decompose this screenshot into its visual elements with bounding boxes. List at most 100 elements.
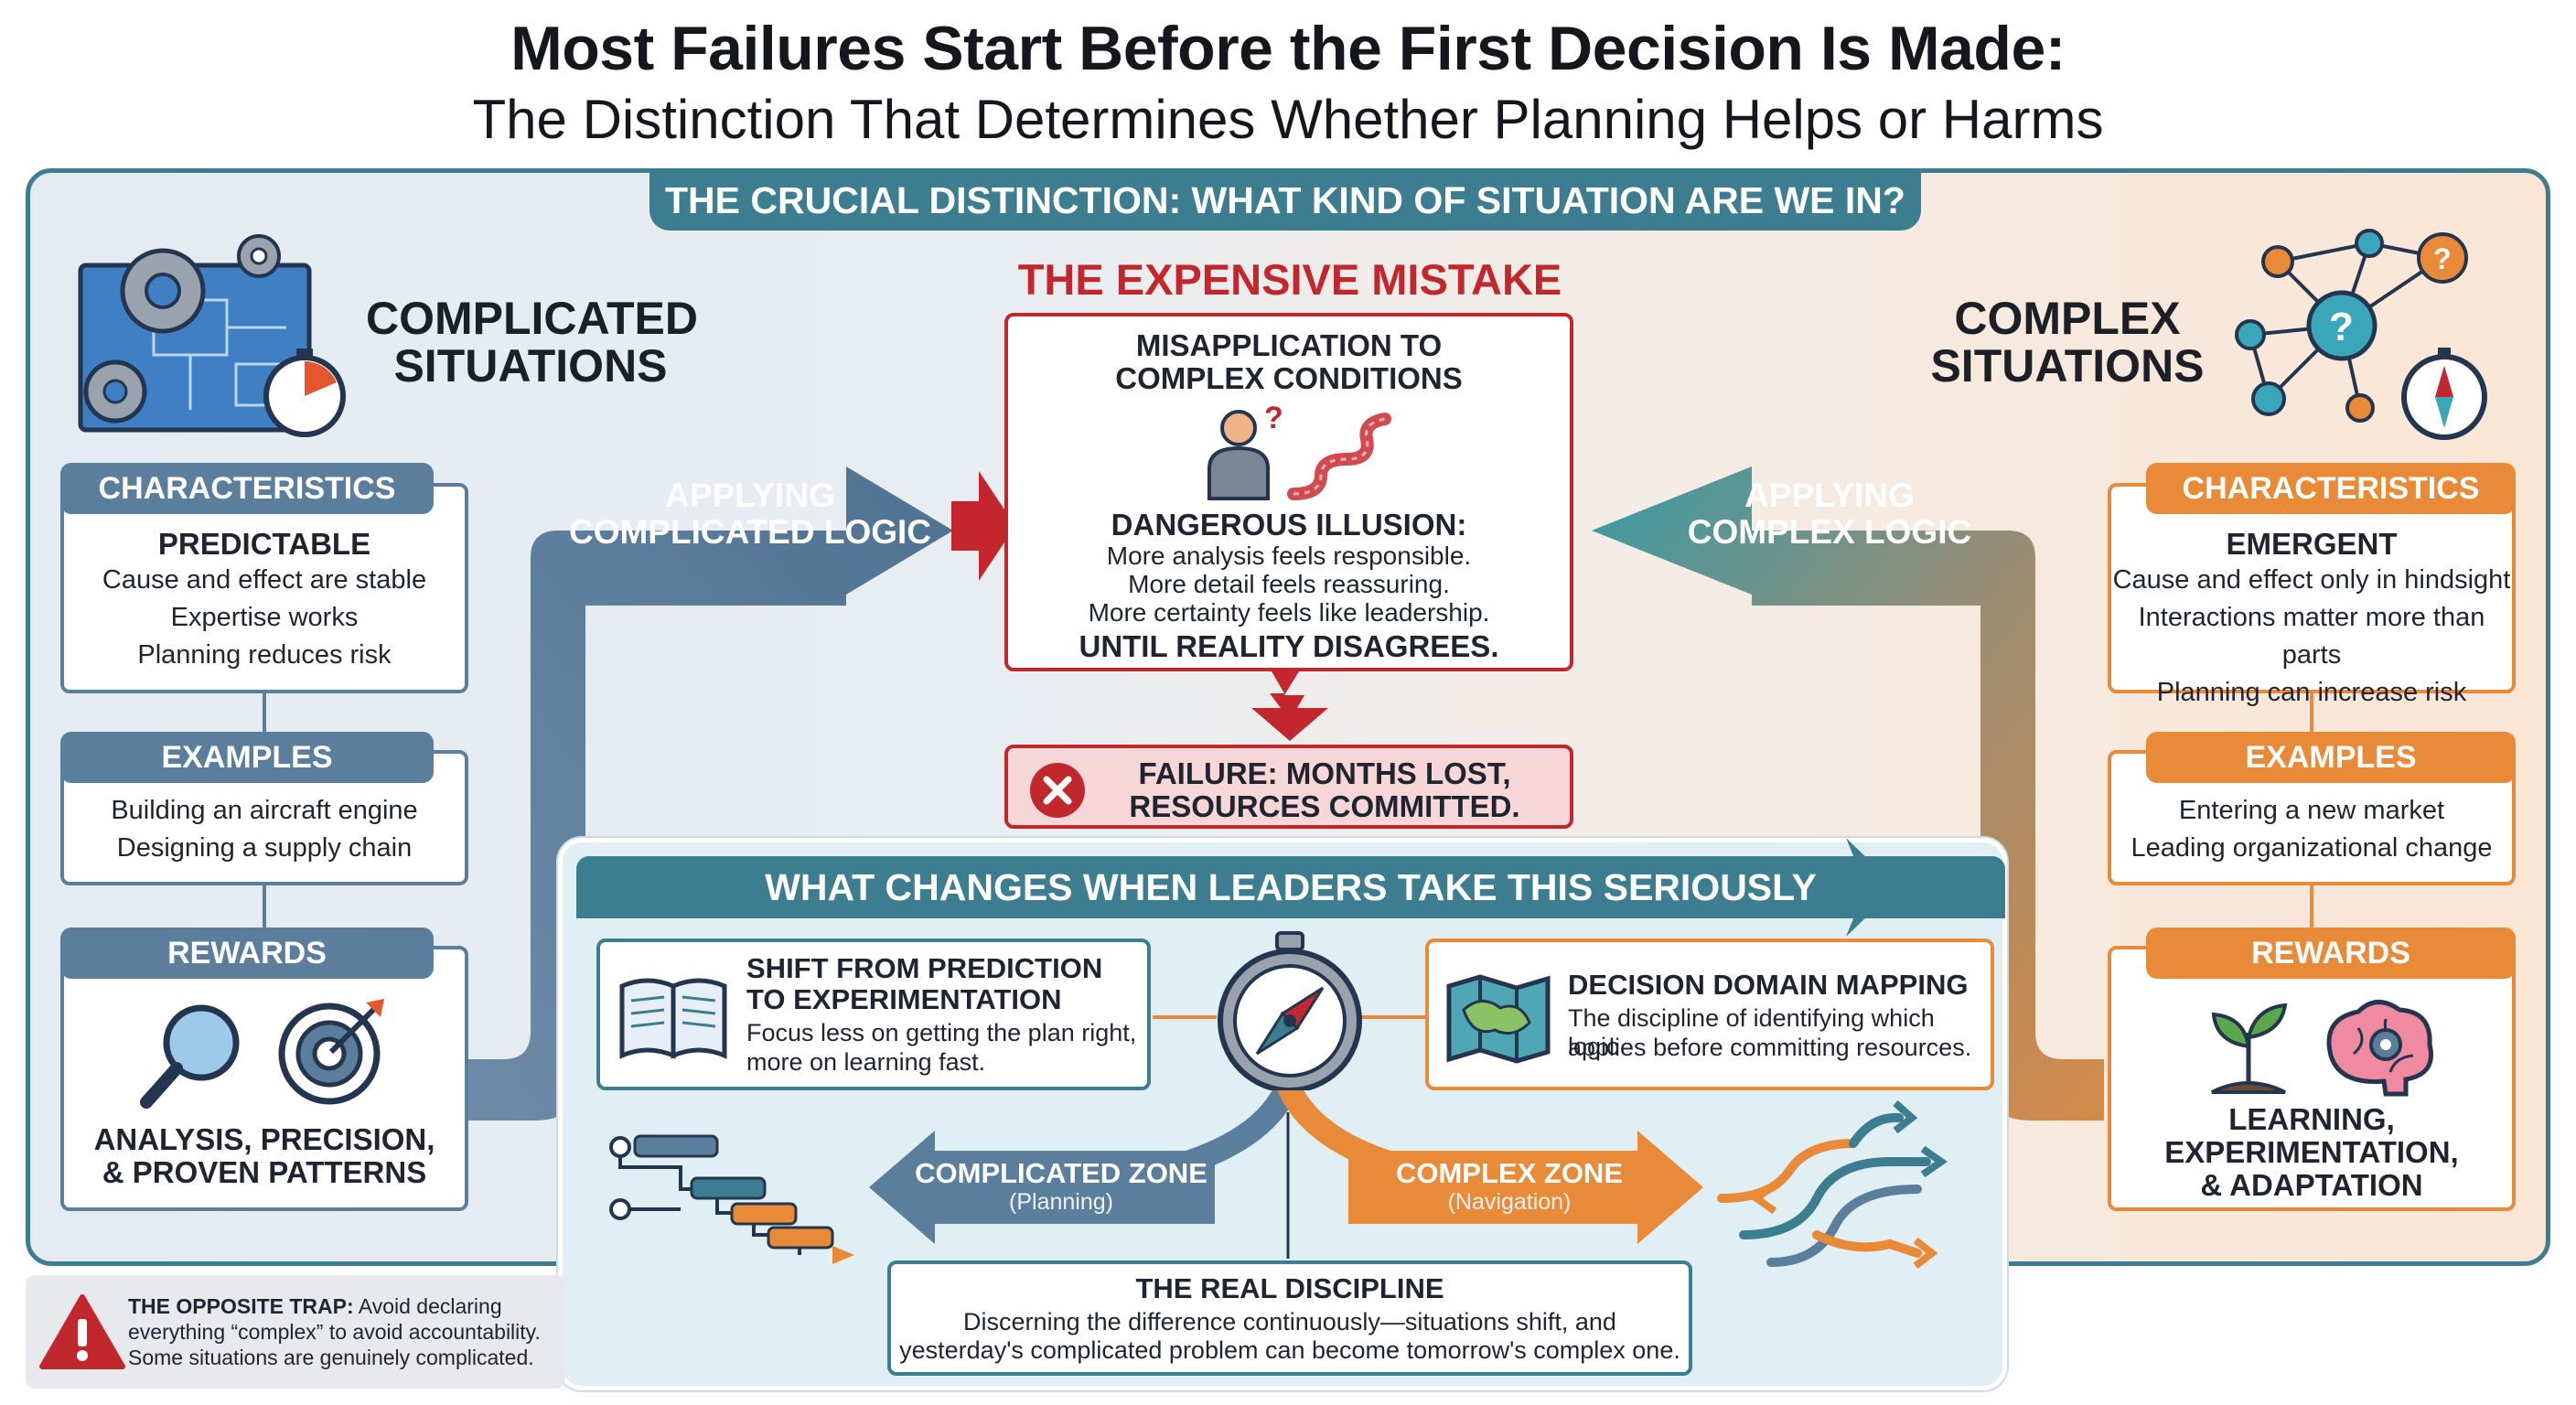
complicated-characteristic-1: Cause and effect are stable bbox=[102, 565, 427, 595]
illusion-title: DANGEROUS ILLUSION: bbox=[1111, 508, 1467, 542]
what-changes-bar: WHAT CHANGES WHEN LEADERS TAKE THIS SERI… bbox=[576, 856, 2005, 918]
rewards-icons bbox=[140, 999, 384, 1109]
complicated-arrow-label-line1: APPLYING bbox=[665, 477, 835, 514]
mistake-box: MISAPPLICATION TO COMPLEX CONDITIONS ? D… bbox=[1004, 313, 1573, 671]
mistake-box-title-line1: MISAPPLICATION TO bbox=[1135, 328, 1443, 362]
mistake-box-title-line2: COMPLEX CONDITIONS bbox=[1115, 361, 1463, 395]
complex-title-line2: SITUATIONS bbox=[1930, 340, 2205, 391]
opposite-trap-line2: everything “complex” to avoid accountabi… bbox=[128, 1320, 541, 1344]
complicated-arrow-label-line2: COMPLICATED LOGIC bbox=[568, 513, 931, 551]
complex-example-2: Leading organizational change bbox=[2131, 833, 2493, 863]
complex-zone-sub: (Navigation) bbox=[1447, 1189, 1572, 1215]
complicated-arrow-label: APPLYING COMPLICATED LOGIC bbox=[567, 477, 933, 551]
warning-triangle-icon bbox=[39, 1294, 125, 1369]
illusion-line-1: More analysis feels responsible. bbox=[1106, 542, 1472, 570]
svg-text:?: ? bbox=[2433, 242, 2452, 275]
brain-gear-icon bbox=[2326, 1000, 2433, 1097]
illusion-line-2: More detail feels reassuring. bbox=[1128, 570, 1450, 598]
complicated-characteristics-title: PREDICTABLE bbox=[157, 527, 371, 561]
crucial-distinction-bar: THE CRUCIAL DISTINCTION: WHAT KIND OF SI… bbox=[649, 170, 1921, 231]
complex-characteristics-tab: CHARACTERISTICS bbox=[2146, 463, 2516, 514]
complicated-example-2: Designing a supply chain bbox=[116, 833, 413, 863]
changes-bar-arrowhead bbox=[1846, 838, 1897, 937]
complicated-examples-tab: EXAMPLES bbox=[60, 732, 434, 783]
complicated-title-line2: SITUATIONS bbox=[393, 340, 668, 391]
svg-text:?: ? bbox=[2329, 305, 2354, 349]
expensive-mistake-heading: THE EXPENSIVE MISTAKE bbox=[1017, 255, 1562, 304]
page-title: Most Failures Start Before the First Dec… bbox=[510, 14, 2066, 83]
gantt-chart-icon bbox=[609, 1134, 854, 1264]
complex-logic-arrow bbox=[1592, 467, 2104, 1121]
complex-examples-tab: EXAMPLES bbox=[2146, 732, 2516, 783]
complicated-title-line1: COMPLICATED bbox=[366, 293, 698, 344]
complicated-zone-label: COMPLICATED ZONE (Planning) bbox=[915, 1158, 1208, 1216]
complex-rewards-line2: EXPERIMENTATION, bbox=[2164, 1135, 2459, 1169]
shift-line1: Focus less on getting the plan right, bbox=[746, 1019, 1137, 1046]
complicated-rewards-line2: & PROVEN PATTERNS bbox=[102, 1155, 427, 1189]
complex-rewards-tab: REWARDS bbox=[2146, 928, 2516, 979]
complex-title: COMPLEX SITUATIONS bbox=[1903, 295, 2232, 390]
sprout-icon bbox=[2211, 1003, 2288, 1094]
discipline-line2: yesterday's complicated problem can beco… bbox=[899, 1336, 1680, 1364]
compass-icon bbox=[1218, 931, 1362, 1090]
opposite-trap-line1: Avoid declaring bbox=[358, 1294, 502, 1318]
mapping-line1: The discipline of identifying which logi… bbox=[1568, 1004, 1935, 1060]
complex-rewards-line1: LEARNING, bbox=[2228, 1102, 2395, 1136]
target-arrow-icon bbox=[278, 999, 384, 1105]
complicated-characteristic-3: Planning reduces risk bbox=[137, 640, 392, 670]
complicated-rewards-line1: ANALYSIS, PRECISION, bbox=[93, 1122, 435, 1156]
complex-arrow-label-line1: APPLYING bbox=[1744, 477, 1915, 514]
complex-characteristic-1: Cause and effect only in hindsight bbox=[2112, 565, 2511, 595]
page-subtitle: The Distinction That Determines Whether … bbox=[472, 89, 2104, 150]
opposite-trap-line3: Some situations are genuinely complicate… bbox=[128, 1346, 534, 1369]
red-lightning-arrow bbox=[1251, 671, 1328, 741]
complicated-characteristics-tab: CHARACTERISTICS bbox=[60, 463, 434, 514]
complex-title-line1: COMPLEX bbox=[1954, 293, 2181, 344]
map-icon bbox=[1446, 974, 1551, 1064]
shift-title-line1: SHIFT FROM PREDICTION bbox=[746, 952, 1103, 984]
illusion-line-3: More certainty feels like leadership. bbox=[1088, 598, 1490, 627]
shift-title-line2: TO EXPERIMENTATION bbox=[746, 983, 1062, 1015]
real-discipline-box: THE REAL DISCIPLINE Discerning the diffe… bbox=[887, 1260, 1692, 1376]
failure-line2: RESOURCES COMMITTED. bbox=[1129, 789, 1520, 823]
open-book-icon bbox=[619, 978, 727, 1059]
branching-paths-icon bbox=[1717, 1100, 1948, 1270]
shift-line2: more on learning fast. bbox=[746, 1048, 986, 1076]
shift-experimentation-box: SHIFT FROM PREDICTION TO EXPERIMENTATION… bbox=[596, 938, 1151, 1090]
mapping-title: DECISION DOMAIN MAPPING bbox=[1568, 969, 1969, 1001]
x-circle-icon bbox=[1030, 763, 1085, 818]
complex-rewards-icons bbox=[2211, 1000, 2433, 1097]
complex-zone-arrow bbox=[1348, 1131, 1703, 1244]
complicated-rewards-card: ANALYSIS, PRECISION, & PROVEN PATTERNS bbox=[60, 946, 468, 1211]
complex-arrow-label-line2: COMPLEX LOGIC bbox=[1687, 513, 1972, 551]
opposite-trap-box: THE OPPOSITE TRAP: Avoid declaring every… bbox=[26, 1275, 565, 1389]
confused-person-winding-road-icon: ? bbox=[1208, 402, 1391, 500]
complicated-example-1: Building an aircraft engine bbox=[111, 796, 418, 825]
svg-text:?: ? bbox=[1264, 402, 1283, 435]
complicated-zone-title: COMPLICATED ZONE bbox=[915, 1157, 1208, 1189]
discipline-title: THE REAL DISCIPLINE bbox=[1135, 1272, 1444, 1304]
complicated-characteristics-card: PREDICTABLE Cause and effect are stable … bbox=[60, 483, 468, 693]
complex-zone-label: COMPLEX ZONE (Navigation) bbox=[1363, 1158, 1656, 1216]
complicated-title: COMPLICATED SITUATIONS bbox=[366, 293, 698, 391]
complex-arrow-label: APPLYING COMPLEX LOGIC bbox=[1647, 477, 2012, 551]
decision-domain-mapping-box: DECISION DOMAIN MAPPING The discipline o… bbox=[1425, 938, 1994, 1090]
complex-zone-title: COMPLEX ZONE bbox=[1395, 1157, 1623, 1189]
until-reality-text: UNTIL REALITY DISAGREES. bbox=[1079, 629, 1499, 663]
complex-rewards-line3: & ADAPTATION bbox=[2200, 1168, 2423, 1202]
complex-characteristic-2: Interactions matter more than parts bbox=[2138, 603, 2485, 670]
mapping-line2: applies before committing resources. bbox=[1568, 1034, 1972, 1061]
network-question-compass-icon: ? ? bbox=[2235, 229, 2487, 440]
complicated-rewards-tab: REWARDS bbox=[60, 928, 434, 979]
complicated-characteristic-2: Expertise works bbox=[170, 603, 359, 632]
red-arrow-into-mistake bbox=[951, 471, 1015, 581]
failure-line1: FAILURE: MONTHS LOST, bbox=[1138, 756, 1511, 790]
magnifier-icon bbox=[140, 1004, 240, 1109]
failure-box: FAILURE: MONTHS LOST, RESOURCES COMMITTE… bbox=[1004, 745, 1573, 829]
complicated-zone-arrow bbox=[869, 1131, 1215, 1244]
complex-rewards-card: LEARNING, EXPERIMENTATION, & ADAPTATION bbox=[2108, 946, 2516, 1211]
opposite-trap-label: THE OPPOSITE TRAP: bbox=[128, 1294, 354, 1318]
complex-characteristics-title: EMERGENT bbox=[2226, 527, 2398, 561]
complicated-zone-sub: (Planning) bbox=[1009, 1189, 1113, 1215]
